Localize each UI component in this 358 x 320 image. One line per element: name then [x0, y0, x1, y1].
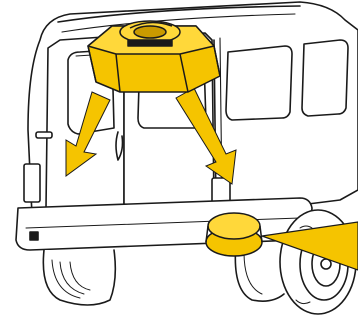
tail-light-left [24, 164, 40, 202]
door-handle-left [36, 132, 52, 138]
side-window-rear [302, 40, 348, 116]
side-window-front [226, 46, 292, 120]
roof-mounted-unit [88, 21, 220, 92]
rear-bumper [16, 198, 312, 250]
bumper-component [206, 213, 262, 256]
wheel-left [43, 250, 115, 305]
